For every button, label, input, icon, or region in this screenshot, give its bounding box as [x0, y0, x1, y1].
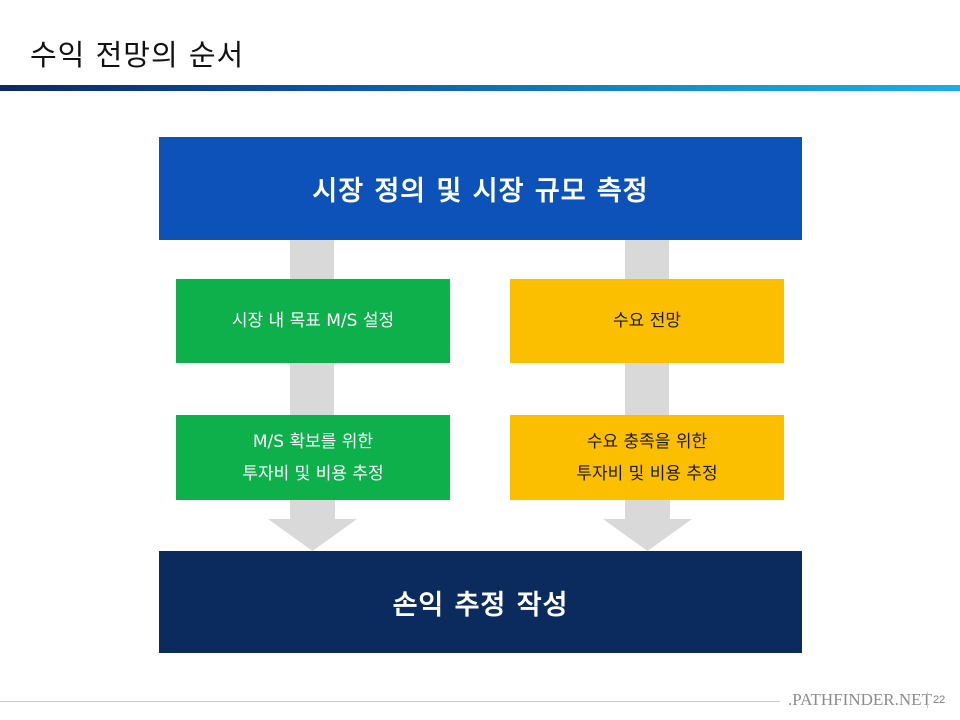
footer-divider	[0, 701, 780, 702]
market-definition-label: 시장 정의 및 시장 규모 측정	[312, 176, 649, 207]
ms-investment-label-line1: M/S 확보를 위한	[252, 431, 374, 452]
demand-investment-box: 수요 충족을 위한 투자비 및 비용 추정	[510, 415, 784, 500]
demand-investment-label-line1: 수요 충족을 위한	[586, 431, 708, 452]
demand-forecast-box: 수요 전망	[510, 279, 784, 363]
demand-forecast-label: 수요 전망	[613, 311, 681, 331]
connector-right-middle	[625, 363, 669, 415]
target-ms-box: 시장 내 목표 M/S 설정	[176, 279, 450, 363]
connector-left-top	[290, 240, 334, 279]
arrow-down-left	[268, 500, 357, 551]
arrow-down-right	[603, 500, 692, 551]
ms-investment-label-line2: 투자비 및 비용 추정	[242, 463, 384, 484]
connector-left-middle	[290, 363, 334, 415]
target-ms-label: 시장 내 목표 M/S 설정	[231, 311, 395, 331]
page-number: 22	[933, 694, 946, 706]
footer-separator	[927, 692, 928, 708]
connector-right-top	[625, 240, 669, 279]
pathfinder-logo: .PATHFINDER.NET	[788, 690, 932, 709]
profit-loss-label: 손익 추정 작성	[392, 589, 569, 621]
profit-loss-box: 손익 추정 작성	[159, 551, 802, 653]
title-underline-bar	[0, 85, 960, 91]
ms-investment-box: M/S 확보를 위한 투자비 및 비용 추정	[176, 415, 450, 500]
demand-investment-label-line2: 투자비 및 비용 추정	[576, 463, 718, 484]
market-definition-box: 시장 정의 및 시장 규모 측정	[159, 137, 802, 240]
slide-title: 수익 전망의 순서	[30, 38, 245, 72]
